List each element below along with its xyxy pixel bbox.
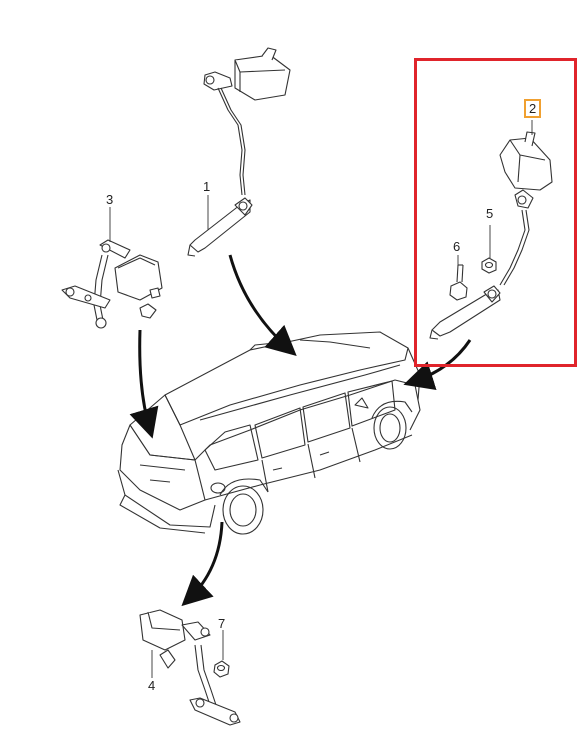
vehicle-illustration <box>117 331 421 535</box>
part-6-bolt[interactable] <box>449 264 468 301</box>
part-3-level-sensor[interactable] <box>61 239 163 329</box>
part-label-4[interactable]: 4 <box>148 678 156 693</box>
part-label-5[interactable]: 5 <box>486 206 494 221</box>
leader-lines <box>109 120 533 678</box>
part-label-1[interactable]: 1 <box>203 179 211 194</box>
part-label-2[interactable]: 2 <box>524 99 542 118</box>
arrow-part-1 <box>228 254 297 356</box>
part-2-level-sensor[interactable] <box>429 131 553 340</box>
part-7-nut[interactable] <box>213 660 230 678</box>
part-label-6[interactable]: 6 <box>453 239 461 254</box>
part-4-level-sensor[interactable] <box>139 609 241 726</box>
arrow-part-3 <box>129 329 159 439</box>
part-label-3[interactable]: 3 <box>106 192 114 207</box>
part-2-highlight-frame <box>414 58 577 367</box>
part-5-nut[interactable] <box>481 257 497 274</box>
part-1-level-sensor[interactable] <box>187 47 291 257</box>
arrow-part-4 <box>181 521 224 607</box>
part-label-7[interactable]: 7 <box>218 616 226 631</box>
